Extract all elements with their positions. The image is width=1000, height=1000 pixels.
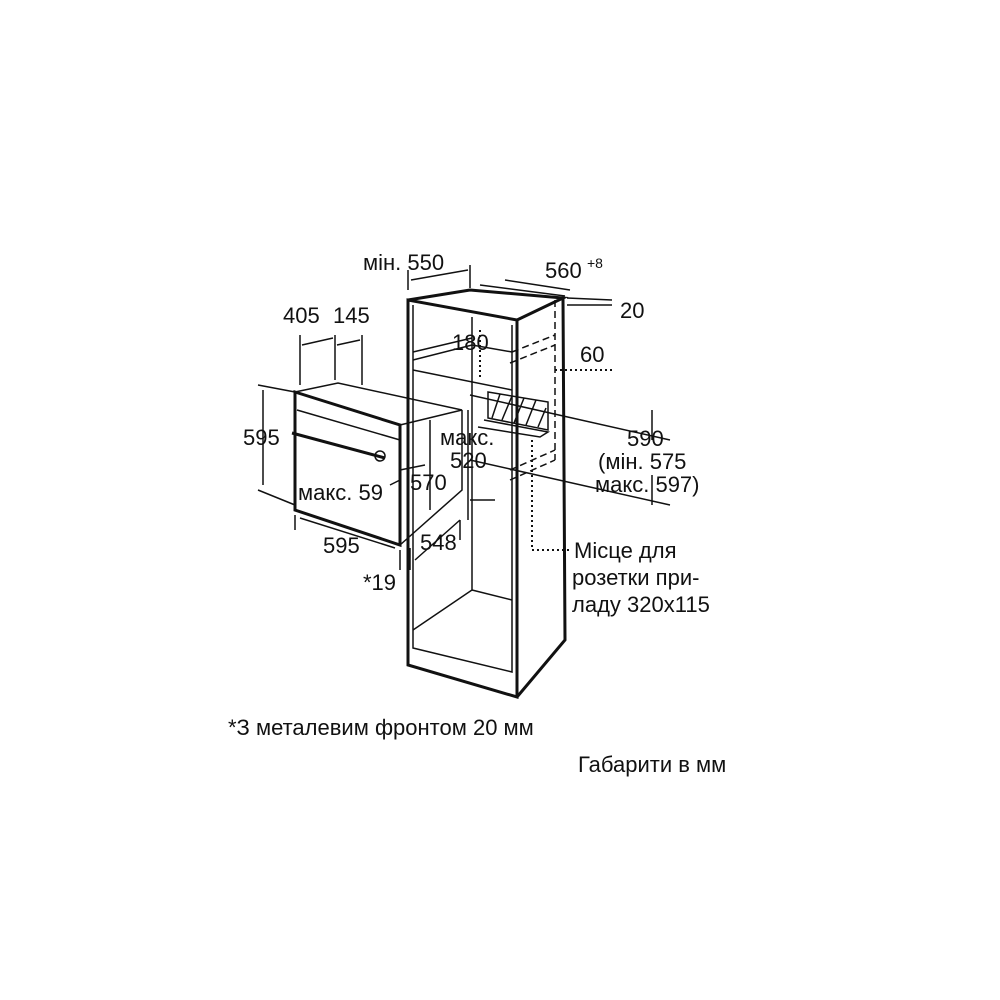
niche-height-min-label: (мін. 575 [598,449,686,474]
niche-width-label: 560 [545,258,582,283]
max-520-label: 520 [450,448,487,473]
units-note: Габарити в мм [578,752,726,777]
niche-width-tolerance: +8 [587,255,603,271]
socket-area [477,330,615,551]
oven-width-label: 595 [323,533,360,558]
socket-offset-label: 60 [580,342,604,367]
socket-note-line-1: Місце для [574,538,677,563]
oven [291,382,463,548]
oven-depth-front-label: 145 [333,303,370,328]
top-offset-label: 20 [620,298,644,323]
vent-opening-label: 180 [452,330,489,355]
max-59-label: макс. 59 [298,480,383,505]
niche-height-max-label: макс. 597) [595,472,700,497]
socket-note-line-2: розетки при- [572,565,699,590]
inner-height-label: 570 [410,470,447,495]
dimension-lines [257,265,671,570]
oven-depth-main-label: 405 [283,303,320,328]
min-depth-label: мін. 550 [363,250,444,275]
front-thickness-label: *19 [363,570,396,595]
socket-note-line-3: ладу 320x115 [572,592,710,617]
oven-height-label: 595 [243,425,280,450]
niche-height-label: 590 [627,426,664,451]
body-depth-label: 548 [420,530,457,555]
max-label: макс. [440,425,494,450]
footnote: *З металевим фронтом 20 мм [228,715,534,740]
